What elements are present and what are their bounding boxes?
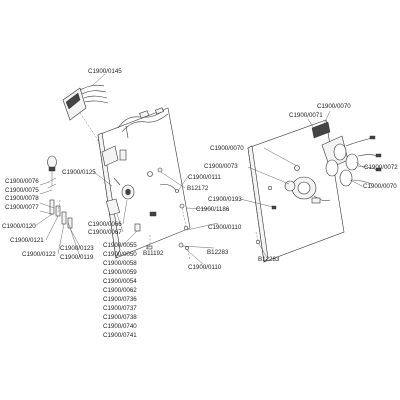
label-c1900-0066: C1900/0066	[88, 221, 122, 228]
label-c1900-0738: C1900/0738	[103, 314, 137, 321]
label-c1900-0193: C1900/0193	[208, 196, 242, 203]
label-c1900-0075: C1900/0075	[5, 187, 39, 194]
label-b12283-b: B12283	[258, 256, 280, 263]
label-c1900-0736: C1900/0736	[103, 296, 137, 303]
label-c1900-0119: C1900/0119	[60, 254, 94, 261]
label-c1900-0741: C1900/0741	[103, 332, 137, 339]
label-c1900-0072: C1900/0072	[364, 164, 398, 171]
label-c1900-0058: C1900/0058	[103, 260, 137, 267]
connector-plug-assembly	[62, 84, 109, 149]
label-c1900-0059: C1900/0059	[103, 269, 137, 276]
main-chassis-panel	[97, 107, 191, 261]
label-c1900-0737: C1900/0737	[103, 305, 137, 312]
label-c1900-0122: C1900/0122	[22, 251, 56, 258]
label-c1900-0071: C1900/0071	[289, 112, 323, 119]
label-c1900-0110-b: C1900/0110	[188, 264, 222, 271]
label-c1900-0077: C1900/0077	[5, 204, 39, 211]
label-c1900-0123: C1900/0123	[60, 245, 94, 252]
label-c1900-0062: C1900/0062	[103, 287, 137, 294]
label-c1900-0050: C1900/0050	[103, 251, 137, 258]
label-c1900-1186: C1900/1186	[196, 206, 230, 213]
label-c1900-0110-a: C1900/0110	[208, 224, 242, 231]
label-c1900-0120: C1900/0120	[2, 223, 36, 230]
indicator-lamp-and-fuse-parts	[47, 155, 73, 229]
label-c1900-0070-mid: C1900/0070	[210, 145, 244, 152]
label-b12172: B12172	[187, 185, 209, 192]
label-c1900-0121: C1900/0121	[10, 237, 44, 244]
label-c1900-0125: C1900/0125	[62, 169, 96, 176]
label-c1900-0067: C1900/0067	[88, 229, 122, 236]
label-c1900-0740: C1900/0740	[103, 323, 137, 330]
label-c1900-0145: C1900/0145	[88, 68, 122, 75]
label-c1900-0055: C1900/0055	[103, 242, 137, 249]
part-number-labels: C1900/0145 C1900/0070 C1900/0071 C1900/0…	[2, 68, 398, 339]
label-c1900-0078: C1900/0078	[5, 195, 39, 202]
right-mounting-panel	[247, 119, 382, 263]
part-number-column-list: C1900/0055 C1900/0050 C1900/0058 C1900/0…	[103, 242, 137, 339]
label-b11192: B11192	[143, 250, 164, 257]
label-c1900-0111: C1900/0111	[188, 174, 221, 181]
label-c1900-0073: C1900/0073	[204, 163, 238, 170]
label-c1900-0076: C1900/0076	[5, 178, 39, 185]
label-c1900-0070-right: C1900/0070	[363, 183, 397, 190]
label-c1900-0070-top: C1900/0070	[317, 103, 351, 110]
leader-lines	[34, 73, 365, 265]
label-b12283-a: B12283	[207, 249, 229, 256]
transformer-coils	[321, 135, 382, 187]
label-c1900-0054: C1900/0054	[103, 278, 137, 285]
